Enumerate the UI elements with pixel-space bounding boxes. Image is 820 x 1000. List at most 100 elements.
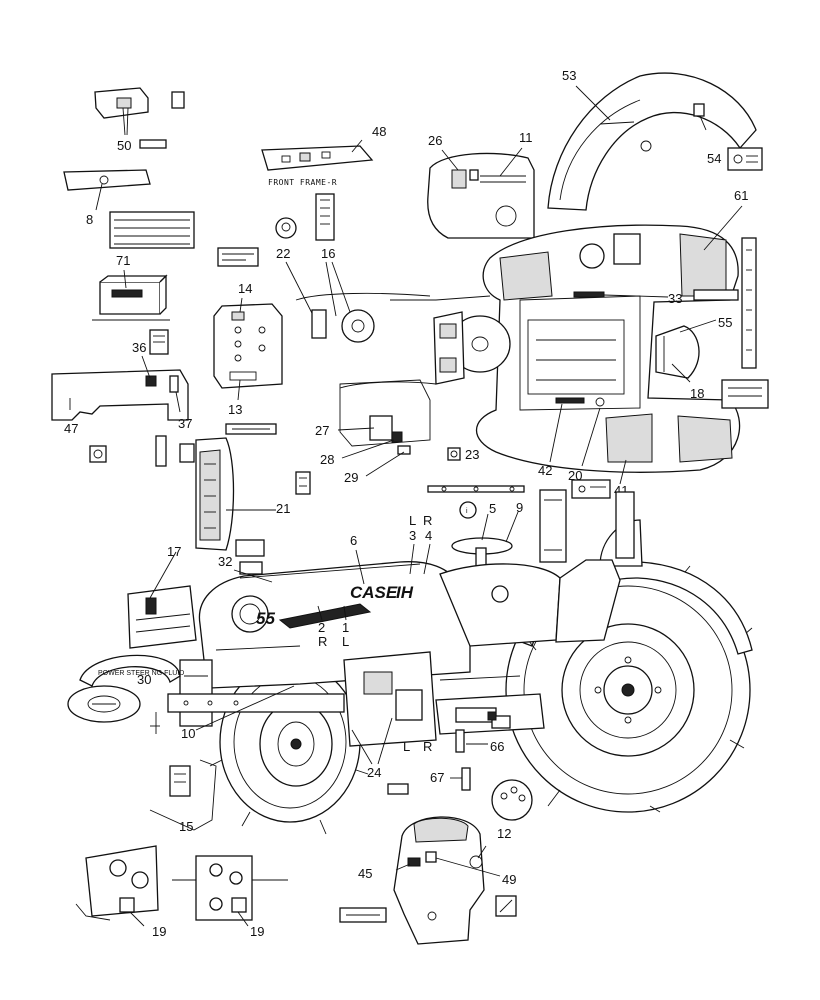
callout-32: 32 bbox=[218, 554, 232, 569]
warning-decal-sheet bbox=[109, 211, 195, 249]
callout-37: 37 bbox=[178, 416, 192, 431]
callout-66: 66 bbox=[490, 739, 504, 754]
part-23-small-decal bbox=[447, 447, 461, 461]
part-50-decal bbox=[94, 87, 185, 149]
callout-17: 17 bbox=[167, 544, 181, 559]
small-icon-decals-row bbox=[89, 435, 195, 467]
part-21-grille bbox=[195, 437, 276, 551]
small-decal-near-14 bbox=[217, 247, 259, 267]
part-19-hydraulic-right bbox=[172, 855, 288, 927]
part-8-decal bbox=[63, 169, 151, 211]
tractor-chassis-frame bbox=[167, 651, 545, 747]
decal-strip-near-27 bbox=[225, 423, 277, 435]
callout-30: 30 bbox=[137, 672, 151, 687]
decal-above-36 bbox=[149, 329, 169, 355]
label-r-top: R bbox=[423, 513, 432, 528]
part-53-rear-fender bbox=[547, 72, 757, 211]
callout-48: 48 bbox=[372, 124, 386, 139]
callout-11: 11 bbox=[519, 130, 533, 145]
callout-49: 49 bbox=[502, 872, 516, 887]
callout-61: 61 bbox=[734, 188, 748, 203]
callout-33: 33 bbox=[668, 291, 682, 306]
callout-5: 5 bbox=[489, 501, 496, 516]
callout-50: 50 bbox=[117, 138, 131, 153]
callout-18: 18 bbox=[690, 386, 704, 401]
part-27-28-29-console bbox=[337, 379, 431, 477]
brand-text: CASE bbox=[350, 583, 398, 602]
part-16-dash-knob bbox=[295, 292, 431, 343]
callout-21: 21 bbox=[276, 501, 290, 516]
callout-47: 47 bbox=[64, 421, 78, 436]
label-l-top: L bbox=[409, 513, 416, 528]
callout-23: 23 bbox=[465, 447, 479, 462]
part-22-bulb-icon bbox=[275, 217, 297, 239]
svg-text:i: i bbox=[466, 508, 468, 515]
small-decal-under-24 bbox=[387, 783, 409, 795]
part-47-fender-panel bbox=[51, 355, 189, 421]
part-48-front-frame-decal bbox=[261, 139, 374, 171]
callout-22: 22 bbox=[276, 246, 290, 261]
callout-6: 6 bbox=[350, 533, 357, 548]
small-decal-near-21 bbox=[295, 471, 311, 495]
power-steer-text: POWER STEER NG FLUID bbox=[98, 670, 184, 677]
warning-diamond-decal bbox=[495, 895, 517, 917]
part-67-bracket bbox=[450, 767, 471, 791]
callout-45: 45 bbox=[358, 866, 372, 881]
vertical-decal-near-48 bbox=[315, 193, 335, 241]
part-11-26-hood-panel bbox=[427, 147, 535, 239]
callout-19-right: 19 bbox=[250, 924, 264, 939]
part-33-decal bbox=[693, 289, 739, 301]
part-12-45-49-seat-assembly bbox=[393, 816, 501, 945]
callout-71: 71 bbox=[116, 253, 130, 268]
label-l-mid: L bbox=[342, 634, 349, 649]
steering-console-top bbox=[339, 311, 511, 389]
operator-cowl-side bbox=[439, 559, 621, 647]
callout-9: 9 bbox=[516, 500, 523, 515]
callout-8: 8 bbox=[86, 212, 93, 227]
vertical-strip-decal bbox=[741, 237, 757, 369]
callout-54: 54 bbox=[707, 151, 721, 166]
callout-24: 24 bbox=[367, 765, 381, 780]
callout-13: 13 bbox=[228, 402, 242, 417]
part-55-18-seat bbox=[655, 319, 717, 383]
callout-36: 36 bbox=[132, 340, 146, 355]
model-decal: 55 bbox=[256, 609, 275, 628]
part-13-14-instrument-panel bbox=[213, 297, 283, 401]
callout-53: 53 bbox=[562, 68, 576, 83]
drawbar-decal-strip bbox=[427, 485, 525, 493]
callout-12: 12 bbox=[497, 826, 511, 841]
callout-2: 2 bbox=[318, 620, 325, 635]
part-54-decal bbox=[727, 147, 763, 171]
part-66-bracket bbox=[455, 729, 488, 753]
callout-16: 16 bbox=[321, 246, 335, 261]
callout-4: 4 bbox=[425, 528, 432, 543]
callout-67: 67 bbox=[430, 770, 444, 785]
part-9-steering-wheel: i bbox=[451, 501, 519, 593]
callout-26: 26 bbox=[428, 133, 442, 148]
part-15-decal-bracket bbox=[149, 712, 217, 831]
callout-29: 29 bbox=[344, 470, 358, 485]
brand-suffix: IH bbox=[396, 583, 414, 602]
decal-near-41 bbox=[571, 479, 611, 499]
decal-under-45 bbox=[339, 907, 387, 923]
label-r-mid: R bbox=[318, 634, 327, 649]
callout-28: 28 bbox=[320, 452, 334, 467]
callout-42: 42 bbox=[538, 463, 552, 478]
callout-27: 27 bbox=[315, 423, 329, 438]
callout-15: 15 bbox=[179, 819, 193, 834]
tall-decal-near-5 bbox=[539, 489, 567, 563]
part-71-battery bbox=[92, 269, 170, 321]
callout-55: 55 bbox=[718, 315, 732, 330]
part-19-hydraulic-left bbox=[75, 845, 159, 927]
dial-decal-near-67 bbox=[491, 779, 533, 821]
callout-19-left: 19 bbox=[152, 924, 166, 939]
callout-14: 14 bbox=[238, 281, 252, 296]
callout-1: 1 bbox=[342, 620, 349, 635]
callout-20: 20 bbox=[568, 468, 582, 483]
callout-10: 10 bbox=[181, 726, 195, 741]
small-decal-near-32 bbox=[235, 539, 265, 575]
label-l-bottom: L bbox=[403, 739, 410, 754]
operator-platform-top-view bbox=[390, 224, 741, 473]
front-frame-label: FRONT FRAME-R bbox=[268, 178, 337, 187]
